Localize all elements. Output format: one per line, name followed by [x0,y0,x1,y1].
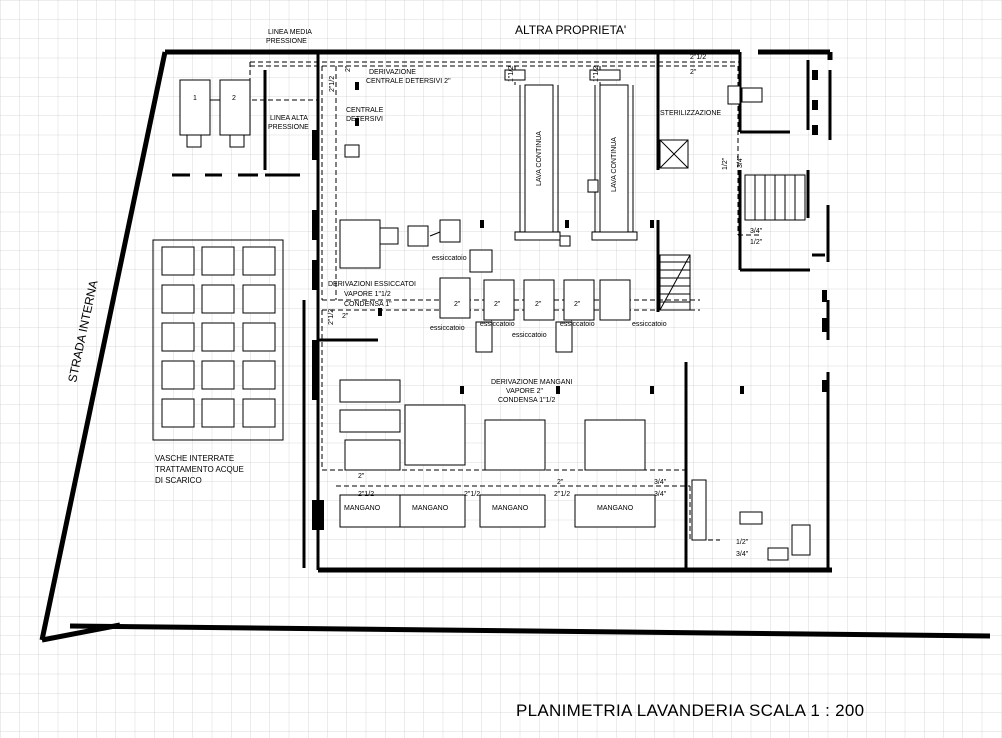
label-centrale-2: DETERSIVI [346,116,383,123]
pipe-size-label: 1"1/2 [593,66,600,82]
pipe-size-label: 2"1/2 [690,54,706,61]
label-linea-alta-1: LINEA ALTA [270,115,308,122]
pillars [312,70,827,530]
label-boiler-1: 1 [193,95,197,102]
label-vasche-2: TRATTAMENTO ACQUE [155,465,244,474]
label-mangano-3: MANGANO [492,505,529,512]
dryers [439,277,631,353]
label-mangano-1: MANGANO [344,505,381,512]
label-linea-alta-2: PRESSIONE [268,124,309,131]
label-linea-media-1: LINEA MEDIA [268,29,312,36]
pipe-size-label: 2" [690,69,697,76]
label-mangano-4: MANGANO [597,505,634,512]
label-vasche-1: VASCHE INTERRATE [155,454,234,463]
label-essiccatoio-4: essiccatoio [512,332,547,339]
label-deriv-detersivi-2: CENTRALE DETERSIVI 2" [366,78,451,85]
label-essiccatoio-5: essiccatoio [560,321,595,328]
staircase [659,174,806,311]
label-vasche-3: DI SCARICO [155,476,202,485]
label-deriv-essiccatoi-2: VAPORE 1"1/2 [344,291,391,298]
label-deriv-detersivi-1: DERIVAZIONE [369,69,416,76]
pipe-size-label: 1/2" [736,539,749,546]
pipe-size-label: 3/4" [736,551,749,558]
sterilization-area [659,85,763,169]
pipe-size-label: 2" [494,301,501,308]
label-essiccatoio-6: essiccatoio [632,321,667,328]
label-deriv-essiccatoi-1: DERIVAZIONI ESSICCATOI [328,281,416,288]
label-lava-continua-2: LAVA CONTINUA [611,137,618,192]
pipe-size-label: 2" [535,301,542,308]
continuous-washers [504,69,638,247]
label-mangano-2: MANGANO [412,505,449,512]
pipe-size-label: 3/4" [654,491,667,498]
label-linea-media-2: PRESSIONE [266,38,307,45]
pipe-size-label: 2" [342,313,349,320]
label-deriv-mangani-2: VAPORE 2" [506,388,543,395]
label-deriv-essiccatoi-3: CONDENSA 1" [344,301,392,308]
label-essiccatoio-3: essiccatoio [480,321,515,328]
pipe-size-label: 1/2" [750,239,763,246]
pipe-size-label: 2"1/2 [554,491,570,498]
label-centrale-1: CENTRALE [346,107,384,114]
site-boundary [39,49,991,643]
pipe-size-label: 3/4" [654,479,667,486]
pipe-size-label: 2" [574,301,581,308]
pipe-size-label: 2"1/2 [329,76,336,92]
pipe-size-label: 2" [345,65,352,72]
pre-dryer-equipment [339,219,493,273]
label-deriv-mangani-3: CONDENSA 1"1/2 [498,397,555,404]
label-essiccatoio-1: essiccatoio [432,255,467,262]
pipe-size-label: 3/4" [737,155,744,168]
boilers [179,79,251,148]
pipe-size-label: 2" [557,479,564,486]
treatment-tanks [152,239,284,441]
label-altra-proprieta: ALTRA PROPRIETA' [515,23,626,37]
building-walls [172,52,833,573]
label-deriv-mangani-1: DERIVAZIONE MANGANI [491,379,573,386]
ironers [339,379,811,561]
label-lava-continua-1: LAVA CONTINUA [536,131,543,186]
pipe-size-label: 2" [454,301,461,308]
pipe-size-label: 2" [358,473,365,480]
pipe-size-label: 2"1/2 [464,491,480,498]
label-essiccatoio-2: essiccatoio [430,325,465,332]
pipe-size-label: 1/2" [722,157,729,170]
detergent-unit [344,144,360,158]
pipe-size-label: 1"1/2 [508,66,515,82]
plan-title: PLANIMETRIA LAVANDERIA SCALA 1 : 200 [516,701,864,720]
label-sterilizzazione: STERILIZZAZIONE [660,110,721,117]
pipe-size-label: 3/4" [750,228,763,235]
pipe-size-label: 2"1/2 [328,309,335,325]
label-boiler-2: 2 [232,95,236,102]
pipe-size-label: 2"1/2 [358,491,374,498]
